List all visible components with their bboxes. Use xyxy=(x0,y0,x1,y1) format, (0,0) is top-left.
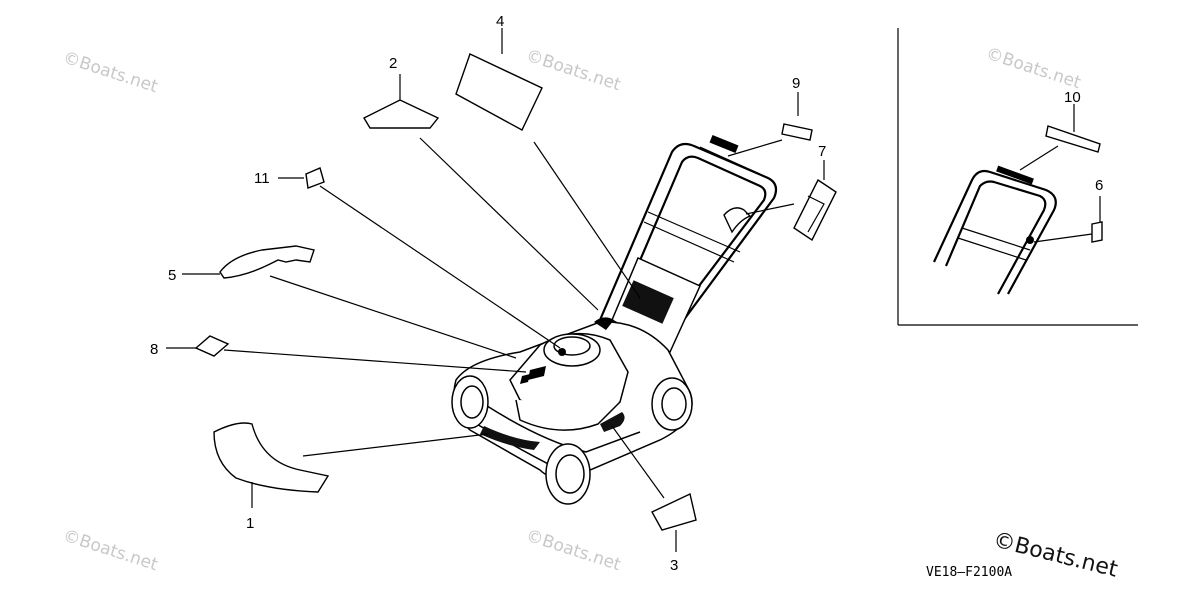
part-6-decal xyxy=(1033,196,1103,243)
part-8-decal xyxy=(166,335,527,373)
part-number-1: 1 xyxy=(246,515,254,532)
part-11-decal xyxy=(278,167,561,349)
inset-frame xyxy=(897,28,1138,326)
part-number-10: 10 xyxy=(1064,89,1081,106)
part-4-decal xyxy=(455,28,641,299)
part-2-decal xyxy=(363,74,599,311)
part-number-11: 11 xyxy=(254,170,270,187)
part-1-decal xyxy=(213,422,489,508)
part-number-8: 8 xyxy=(150,341,158,358)
drawing-code: VE18—F2100A xyxy=(926,565,1012,580)
part-number-4: 4 xyxy=(496,13,504,30)
part-7-decal xyxy=(745,160,837,242)
part-10-decal xyxy=(1019,104,1101,171)
lawn-mower-drawing xyxy=(451,135,778,505)
part-5-decal xyxy=(182,245,517,359)
part-number-6: 6 xyxy=(1095,177,1103,194)
part-3-decal xyxy=(611,425,697,552)
part-number-7: 7 xyxy=(818,143,826,160)
watermark-text: ©Boats.net xyxy=(523,526,623,576)
part-number-5: 5 xyxy=(168,267,176,284)
watermark-text: ©Boats.net xyxy=(60,48,160,98)
part-number-2: 2 xyxy=(389,55,397,72)
part-number-3: 3 xyxy=(670,557,678,574)
watermark-text: ©Boats.net xyxy=(983,44,1083,94)
inset-handle-drawing xyxy=(933,165,1057,295)
part-number-9: 9 xyxy=(792,75,800,92)
part-9-decal xyxy=(727,92,813,157)
watermark-text: ©Boats.net xyxy=(60,526,160,576)
part-numbers: 1 2 3 4 5 6 7 8 9 10 11 xyxy=(150,13,1103,574)
